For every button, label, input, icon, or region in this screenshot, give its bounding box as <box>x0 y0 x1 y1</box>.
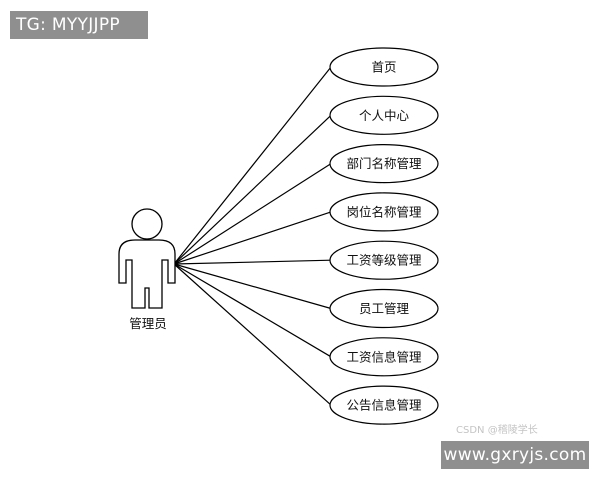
use-case-label: 个人中心 <box>359 108 410 123</box>
use-case: 公告信息管理 <box>329 385 439 425</box>
association-line <box>173 259 332 265</box>
use-case-ellipse <box>329 95 439 135</box>
use-case: 员工管理 <box>329 288 439 329</box>
use-case-ellipse <box>329 47 439 87</box>
use-case-ellipse <box>329 385 439 425</box>
use-case-ellipse <box>329 192 439 232</box>
use-case-ellipse <box>329 144 439 184</box>
use-case: 工资等级管理 <box>329 240 439 280</box>
use-case-label: 公告信息管理 <box>346 398 422 413</box>
use-case: 个人中心 <box>329 95 439 135</box>
use-case-ellipse <box>329 240 439 280</box>
use-case-label: 岗位名称管理 <box>346 204 422 219</box>
use-case-label: 首页 <box>371 60 396 75</box>
actor-figure <box>118 208 176 309</box>
association-line <box>173 66 332 265</box>
use-case-label: 员工管理 <box>359 301 410 316</box>
actor-body <box>118 239 176 309</box>
actor-label: 管理员 <box>129 316 167 331</box>
association-line <box>173 114 332 265</box>
association-line <box>173 263 332 406</box>
use-case: 岗位名称管理 <box>329 192 439 232</box>
association-line <box>173 211 332 265</box>
actor-head <box>131 208 163 240</box>
watermark-bottom-right: www.gxryjs.com <box>441 441 589 469</box>
use-case: 部门名称管理 <box>329 144 439 184</box>
use-case-label: 部门名称管理 <box>346 156 422 171</box>
use-case-label: 工资等级管理 <box>346 253 422 268</box>
use-case: 工资信息管理 <box>329 337 439 377</box>
association-line <box>173 163 332 265</box>
watermark-top-left: TG: MYYJJPP <box>10 11 148 39</box>
use-case-label: 工资信息管理 <box>346 349 422 364</box>
use-case-ellipse <box>329 337 439 377</box>
use-case: 首页 <box>329 47 439 87</box>
use-case-ellipse <box>329 288 439 329</box>
association-line <box>173 263 332 358</box>
association-line <box>173 263 332 310</box>
credit-text: CSDN @稽陵学长 <box>456 425 538 436</box>
association-lines <box>173 66 332 406</box>
